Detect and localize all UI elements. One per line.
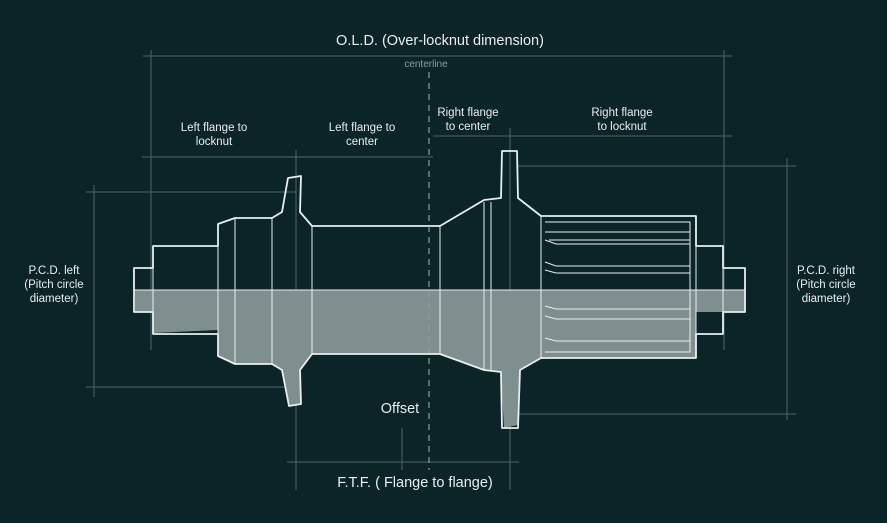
old-label: O.L.D. (Over-locknut dimension) [336, 33, 544, 49]
right-flange-to-locknut-label: Right flange to locknut [591, 107, 653, 133]
ftf-label: F.T.F. ( Flange to flange) [337, 475, 493, 491]
left-flange-to-locknut-label: Left flange to locknut [180, 122, 248, 148]
right-flange-to-center-label: Right flange to center [437, 107, 499, 133]
offset-label: Offset [380, 401, 420, 417]
pcd-left-label: P.C.D. left (Pitch circle diameter) [24, 265, 84, 305]
pcd-right-label: P.C.D. right (Pitch circle diameter) [796, 265, 856, 305]
centerline-label: centerline [404, 59, 448, 70]
freehub-splines [544, 221, 691, 353]
hub-interior-lines [134, 202, 745, 370]
left-flange-to-center-label: Left flange to center [328, 122, 396, 148]
